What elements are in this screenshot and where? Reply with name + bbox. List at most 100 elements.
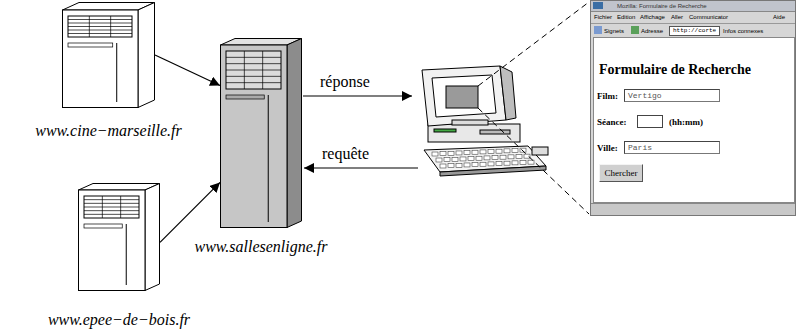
key	[488, 150, 494, 154]
bookmark-icon	[594, 26, 602, 34]
text-input: Paris	[624, 141, 720, 154]
bay-line	[68, 30, 132, 31]
server-node: www.epee−de−bois.fr	[78, 183, 160, 291]
text-input: Vertigo	[624, 89, 720, 102]
bay-line	[84, 210, 139, 211]
window-title: Mozilla: Formulaire de Recherche	[617, 2, 707, 10]
key	[448, 151, 454, 155]
submit-button: Chercher	[599, 164, 643, 182]
zoom-line	[478, 108, 589, 214]
toolbar-label: Adresse	[641, 27, 663, 35]
bay-line	[84, 214, 139, 215]
field-label: Film:	[597, 91, 618, 102]
server-front	[63, 10, 139, 108]
bay-line	[120, 196, 121, 218]
key	[496, 149, 502, 153]
connector-arrow	[155, 55, 220, 86]
toolbar-label: Signets	[604, 27, 624, 35]
bay-line	[226, 57, 281, 58]
empty-input	[637, 115, 663, 128]
server-node: www.cine−marseille.fr	[62, 2, 155, 108]
desktop-computer	[422, 66, 548, 176]
field-hint: (hh:mm)	[669, 117, 703, 128]
menu-item: Communicator	[689, 13, 728, 21]
drive-slot	[434, 129, 456, 132]
menu-item: Fichier	[594, 13, 612, 21]
monitor-side	[500, 66, 516, 120]
status-bar	[591, 203, 796, 215]
bay-line	[244, 51, 245, 89]
server-front	[221, 45, 288, 228]
bay-line	[68, 26, 132, 27]
key	[452, 157, 458, 161]
key	[488, 162, 494, 166]
key	[512, 161, 518, 165]
server-tower	[62, 2, 155, 108]
key	[440, 164, 446, 168]
drive-bays	[84, 196, 139, 218]
key	[460, 157, 466, 161]
server-side	[145, 184, 160, 291]
key	[508, 155, 514, 159]
menu-item: Aller	[671, 13, 683, 21]
arrow-label: requête	[320, 145, 371, 163]
input-value: Vertigo	[628, 91, 662, 101]
response-arrow	[303, 95, 412, 96]
key	[456, 163, 462, 167]
bay-line	[110, 16, 111, 37]
key	[464, 163, 470, 167]
key	[464, 151, 470, 155]
keyboard-keys	[432, 148, 534, 168]
address-field: http://corte	[669, 26, 720, 36]
case-seam	[126, 224, 127, 285]
key	[432, 152, 438, 156]
bay-line	[226, 70, 281, 71]
key	[504, 149, 510, 153]
bay-line	[84, 203, 139, 204]
key	[480, 162, 486, 166]
window-icon	[593, 2, 603, 9]
key	[476, 156, 482, 160]
server-tower	[78, 183, 160, 291]
drive-slot	[480, 130, 510, 134]
request-arrow	[304, 167, 418, 168]
server-tower	[220, 38, 302, 228]
bay-line	[68, 33, 132, 34]
field-label: Ville:	[597, 143, 618, 154]
menu-item: Affichage	[640, 13, 665, 21]
drive-bays	[68, 16, 132, 37]
computer-case	[428, 124, 520, 142]
key	[472, 150, 478, 154]
key	[504, 161, 510, 165]
case-seam	[116, 43, 117, 102]
bay-line	[226, 76, 281, 77]
bay-line	[68, 19, 132, 20]
monitor-base	[452, 120, 488, 125]
key	[496, 162, 502, 166]
server-side	[287, 39, 302, 228]
server-node: www.sallesenligne.fr	[220, 38, 302, 228]
drive-bays	[226, 51, 281, 89]
arrow-label: réponse	[318, 73, 372, 91]
form-heading: Formulaire de Recherche	[599, 61, 751, 79]
server-front	[79, 190, 146, 291]
server-name: www.epee−de−bois.fr	[48, 311, 190, 329]
key	[444, 158, 450, 162]
zoom-line	[478, 2, 589, 86]
monitor-screen	[446, 86, 478, 108]
mouse	[532, 147, 548, 155]
bay-line	[89, 16, 90, 37]
input-value: Paris	[628, 143, 652, 153]
field-label: Séance:	[597, 117, 627, 128]
menu-item: Edition	[617, 13, 635, 21]
case-panel	[84, 224, 122, 228]
server-name: www.cine−marseille.fr	[35, 122, 182, 140]
key	[516, 155, 522, 159]
key	[512, 149, 518, 153]
key	[480, 150, 486, 154]
key	[448, 164, 454, 168]
key	[472, 163, 478, 167]
case-panel	[68, 43, 113, 47]
server-side	[138, 3, 155, 108]
